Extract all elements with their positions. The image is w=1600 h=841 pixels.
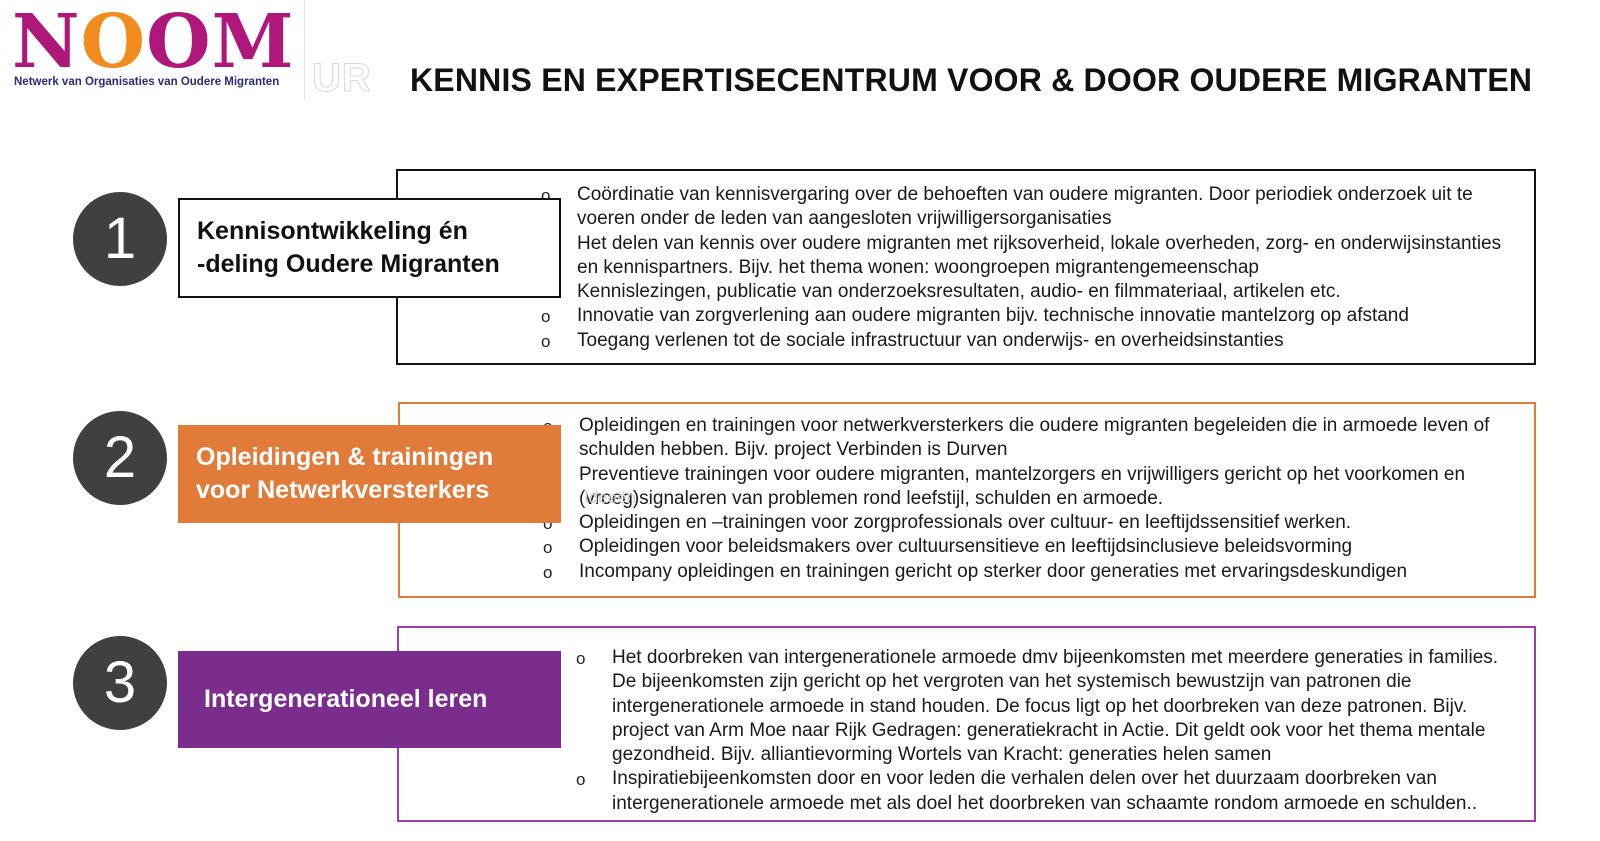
logo-subtitle: Netwerk van Organisaties van Oudere Migr… xyxy=(14,76,280,88)
bullet-icon: o xyxy=(543,538,553,558)
bullet-icon: o xyxy=(576,770,586,790)
section-2-label-line2: voor Netwerkversterkers xyxy=(196,476,490,504)
noom-logo: NOOM xyxy=(12,2,295,82)
logo-letter-o2: O xyxy=(146,0,212,85)
section-1-label-line2: -deling Oudere Migranten xyxy=(197,250,500,278)
section-1-label-line1: Kennisontwikkeling én xyxy=(197,217,468,245)
section-2-number: 2 xyxy=(73,411,167,505)
logo-divider xyxy=(304,0,305,100)
bullet-icon: o xyxy=(541,331,551,351)
bullet-icon: o xyxy=(541,186,551,205)
section-3-number: 3 xyxy=(73,636,167,730)
list-item: oKennislezingen, publicatie van onderzoe… xyxy=(541,280,1514,304)
page-title: KENNIS EN EXPERTISECENTRUM VOOR & DOOR O… xyxy=(410,62,1533,98)
bullet-icon: o xyxy=(543,562,553,582)
section-1-label: Kennisontwikkeling én -deling Oudere Migr… xyxy=(178,198,561,298)
list-item: oPreventieve trainingen voor oudere migr… xyxy=(543,463,1526,512)
section-2-label: Opleidingen & trainingen voor Netwerkvers… xyxy=(178,425,561,523)
section-3-label: Intergenerationeel leren xyxy=(178,651,561,748)
section-1-number: 1 xyxy=(73,192,167,286)
logo-letter-m: M xyxy=(211,0,295,85)
logo-letter-o1: O xyxy=(80,0,147,85)
partial-logo-mark: UR xyxy=(312,56,372,101)
bullet-icon: o xyxy=(576,649,586,668)
logo-letter-n: N xyxy=(12,0,81,85)
stray-text: Ideeën xyxy=(584,488,636,507)
bullet-icon: o xyxy=(543,514,553,534)
section-2-label-line1: Opleidingen & trainingen xyxy=(196,443,494,471)
section-3-label-line1: Intergenerationeel leren xyxy=(204,685,488,713)
bullet-icon: o xyxy=(541,307,551,327)
